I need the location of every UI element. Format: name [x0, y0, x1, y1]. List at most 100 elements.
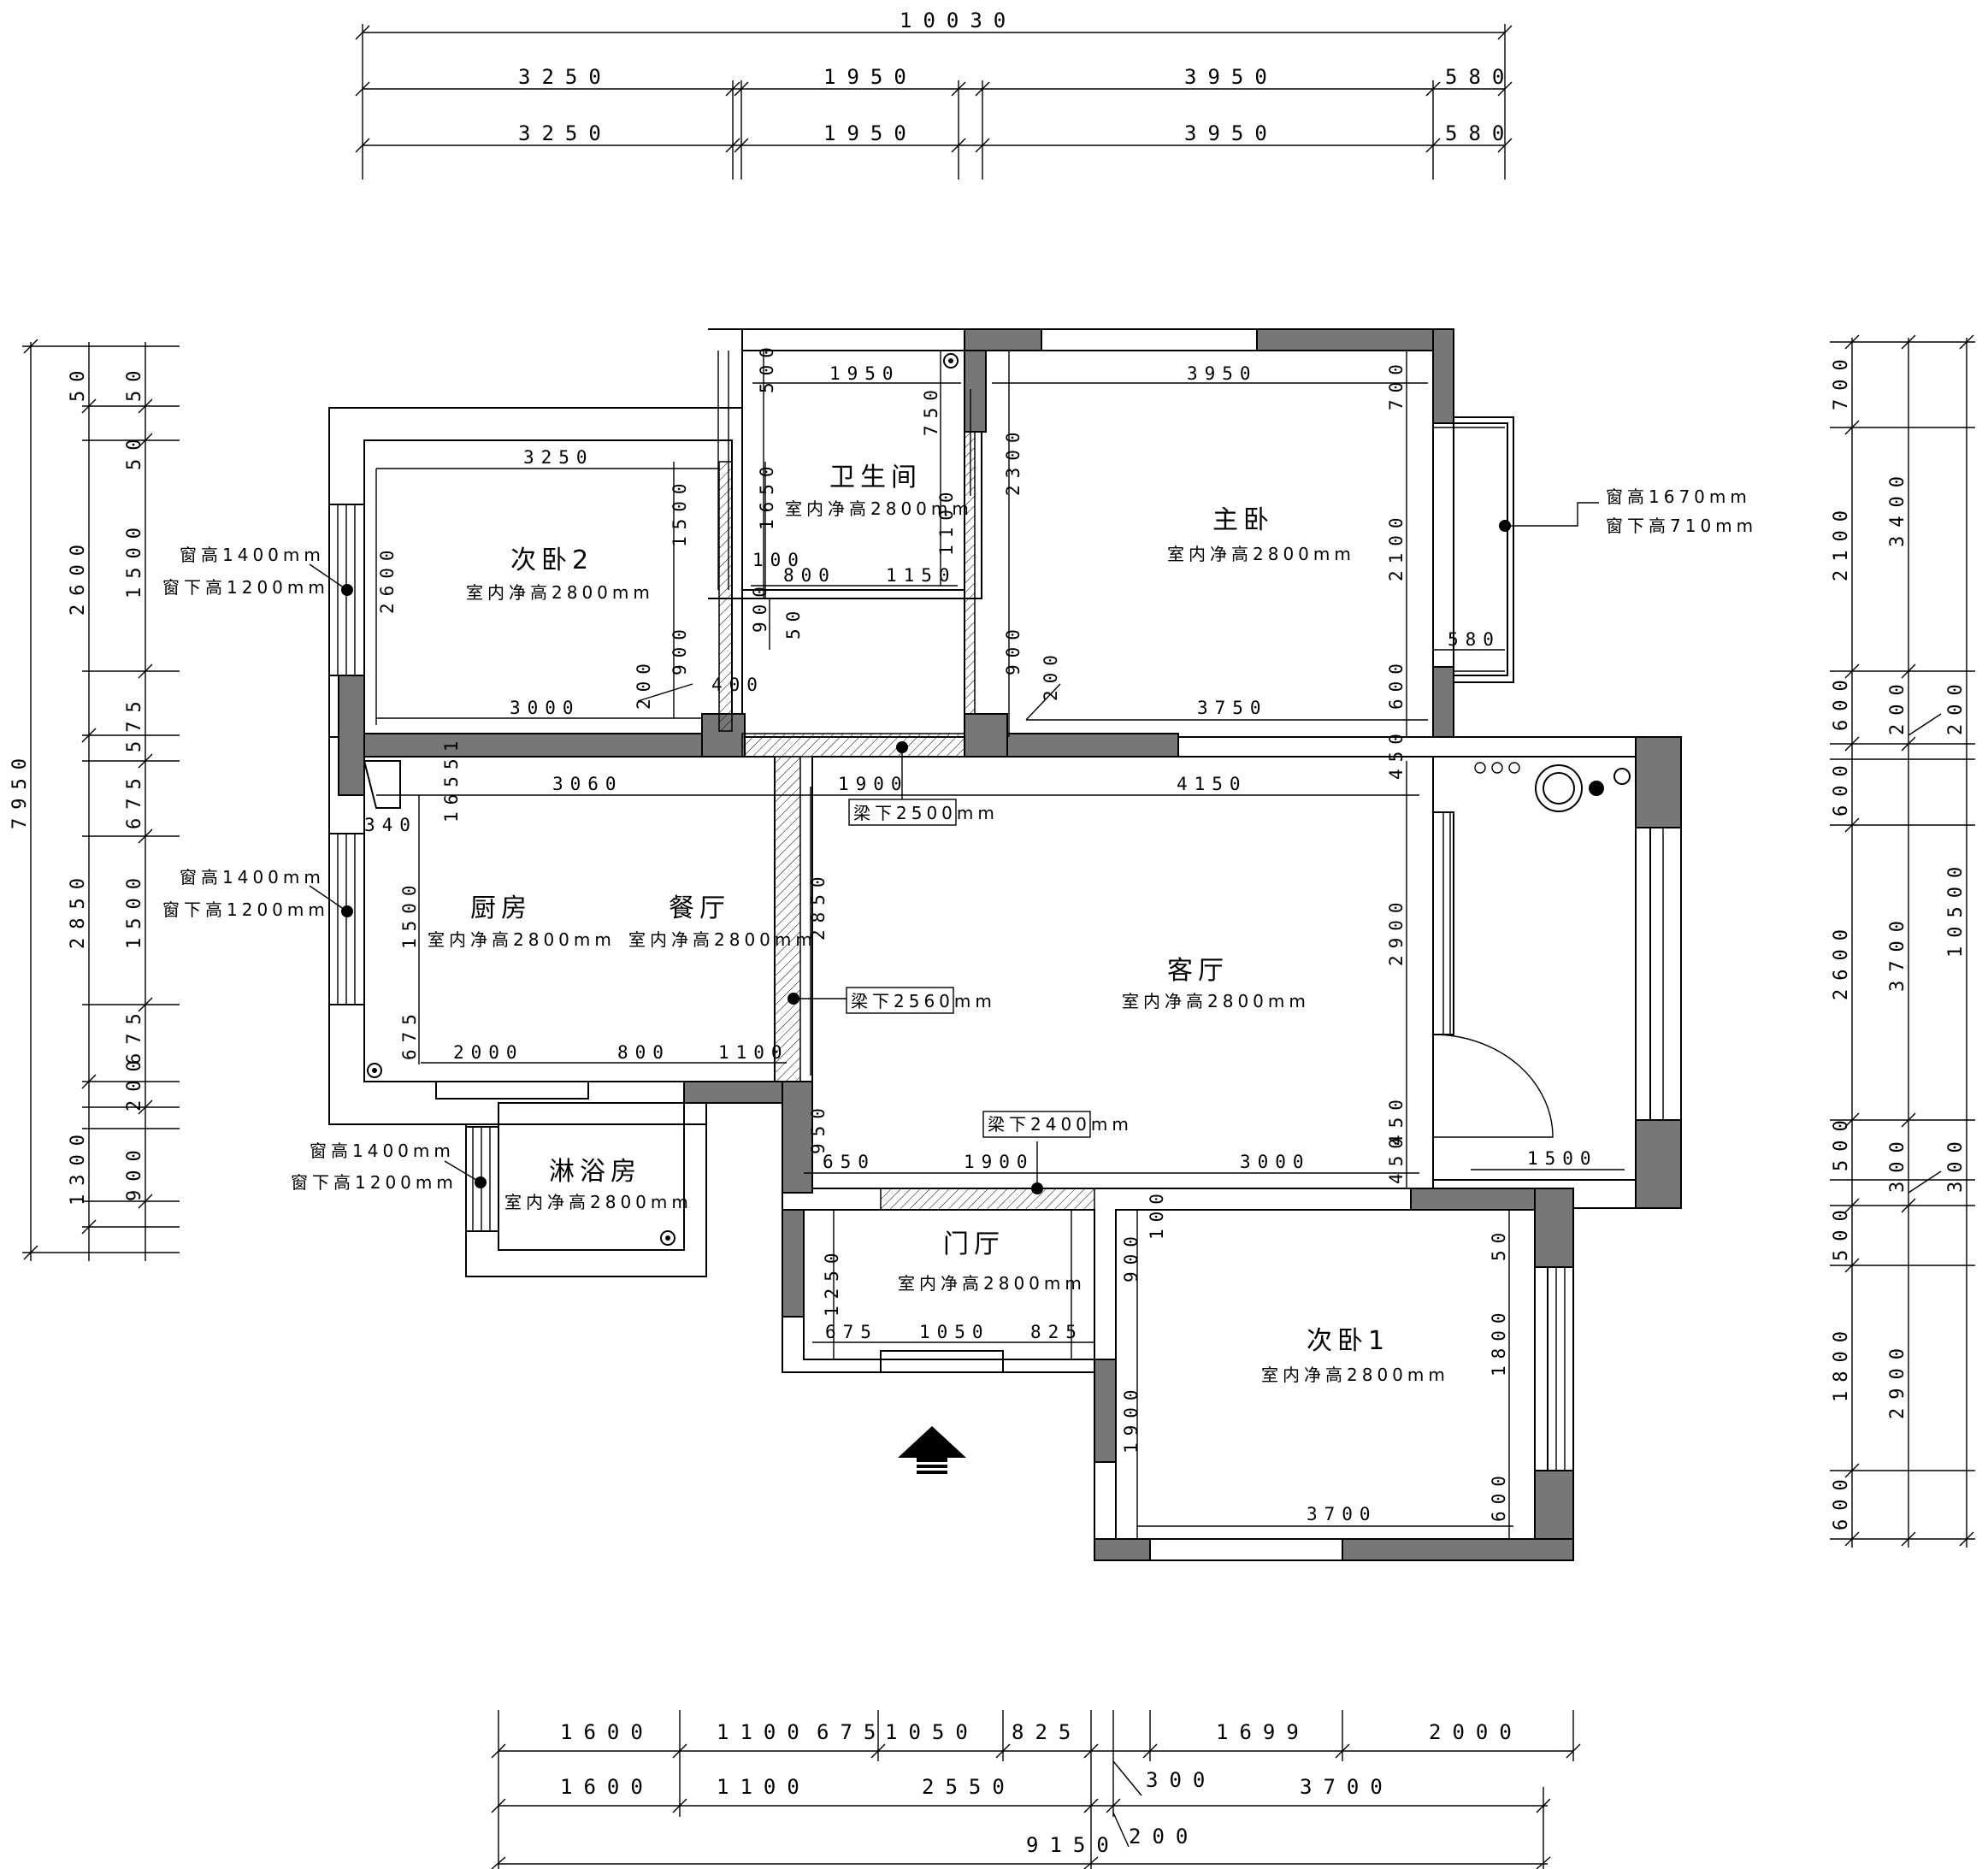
left-dim-c2-e: 675	[124, 769, 145, 829]
dim-master-l3: 200	[1041, 648, 1061, 701]
dim-kitchen-340: 340	[364, 815, 417, 835]
top-dim-r2-c: 3950	[1184, 121, 1278, 145]
right-dim-c1-c: 600	[1831, 671, 1852, 731]
dim-kitchen-top: 3060	[552, 774, 623, 794]
left-dimension-lines	[22, 339, 180, 1261]
left-dim-c2-g: 675	[124, 1005, 145, 1064]
fixtures	[363, 353, 1631, 1246]
inner-dimension-lines	[375, 351, 1625, 1539]
dim-master-bottom: 3750	[1197, 698, 1268, 718]
dim-bath-side: 1650	[757, 459, 777, 530]
dim-living-r4: 450	[1386, 1131, 1407, 1184]
dim-bed1-side: 1900	[1121, 1383, 1141, 1453]
bottom-dim-r2-c: 2550	[922, 1775, 1016, 1799]
room-height-bathroom: 室内净高2800mm	[785, 498, 973, 519]
right-dim-c1-e: 2600	[1831, 921, 1852, 1000]
room-height-master-bedroom: 室内净高2800mm	[1167, 544, 1355, 564]
dim-bed1-r2: 1800	[1489, 1306, 1509, 1377]
left-dim-c2-b: 50	[124, 431, 145, 471]
left-dim-c1-b: 2600	[68, 536, 89, 616]
dim-bed2-bottom: 3000	[510, 698, 581, 718]
room-height-bedroom-2: 室内净高2800mm	[466, 582, 654, 603]
bottom-dim-r1-d: 1050	[885, 1720, 979, 1744]
beam-note-3: 梁下2400mm	[988, 1114, 1133, 1135]
bottom-dim-r2-a: 1600	[560, 1775, 654, 1799]
top-dim-r2-a: 3250	[518, 121, 612, 145]
dim-bed2-b2: 400	[711, 675, 764, 695]
window-note-4-high: 窗高1670mm	[1606, 486, 1751, 507]
dim-hall-top: 1250	[822, 1246, 842, 1317]
right-dim-c2-a: 3400	[1887, 468, 1908, 547]
right-dim-c1-b: 2100	[1831, 502, 1852, 581]
dim-bed2-top: 3250	[523, 447, 594, 468]
left-dim-c1-a: 50	[68, 363, 89, 403]
dim-bath-low: 900	[750, 580, 770, 633]
top-dim-r2-b: 1950	[823, 121, 917, 145]
room-name-living-room: 客厅	[1167, 956, 1229, 986]
room-height-dining: 室内净高2800mm	[628, 929, 817, 950]
window-note-3-sill: 窗下高1200mm	[291, 1172, 457, 1193]
dim-hall-b1: 675	[825, 1322, 878, 1342]
bottom-dim-r2-e: 3700	[1300, 1775, 1394, 1799]
dim-bed1-bottom: 3700	[1307, 1504, 1377, 1524]
dim-bath-low2: 50	[783, 604, 804, 640]
dim-living-b1: 650	[823, 1152, 876, 1172]
room-height-living-room: 室内净高2800mm	[1122, 991, 1310, 1011]
room-height-shower-room: 室内净高2800mm	[504, 1192, 693, 1212]
dim-bath-l2: 500	[757, 340, 777, 393]
dim-living-b2: 1900	[964, 1152, 1035, 1172]
top-dim-total: 10030	[900, 9, 1017, 32]
window-note-3-high: 窗高1400mm	[310, 1141, 455, 1161]
dim-master-580: 580	[1448, 629, 1501, 650]
right-dim-c1-f: 500	[1831, 1111, 1852, 1171]
room-name-foyer: 门厅	[943, 1229, 1005, 1259]
top-dimension-lines	[355, 24, 1513, 180]
bottom-dim-r1-b: 1100	[717, 1720, 811, 1744]
bottom-dim-r1-e: 825	[1012, 1720, 1082, 1744]
concrete-columns	[338, 328, 1682, 1561]
room-height-bedroom-1: 室内净高2800mm	[1261, 1365, 1449, 1385]
dim-master-top: 3950	[1187, 363, 1258, 384]
left-dim-c2-h: 200	[124, 1052, 145, 1111]
bottom-dimension-lines	[491, 1710, 1581, 1869]
top-dim-r1-d: 580	[1445, 65, 1515, 89]
dim-dining-top: 1900	[838, 774, 909, 794]
top-dim-r1-a: 3250	[518, 65, 612, 89]
dim-master-l2: 900	[1003, 622, 1023, 675]
dim-master-r1: 700	[1386, 357, 1407, 410]
left-dim-c2-d: 575	[124, 693, 145, 752]
left-dim-c1-d: 1300	[68, 1126, 89, 1206]
dim-bath-b2: 1150	[886, 565, 957, 586]
room-name-bedroom-1: 次卧1	[1307, 1326, 1389, 1356]
right-dim-c2-d: 300	[1887, 1133, 1908, 1193]
right-dim-extra-b: 300	[1945, 1133, 1967, 1193]
right-dim-c3-a: 10500	[1945, 858, 1967, 958]
window-note-2-sill: 窗下高1200mm	[162, 899, 329, 920]
right-dim-c2-e: 2900	[1887, 1340, 1908, 1419]
dim-living-b3: 3000	[1240, 1152, 1311, 1172]
beam-note-1: 梁下2500mm	[853, 803, 999, 823]
bottom-dim-r1-g: 2000	[1429, 1720, 1523, 1744]
room-name-shower-room: 淋浴房	[549, 1157, 641, 1187]
dim-bed2-side: 2600	[377, 543, 398, 614]
window-note-1-sill: 窗下高1200mm	[162, 577, 329, 598]
bottom-dim-r1-c: 675	[817, 1720, 887, 1744]
dim-hall-r: 900	[1121, 1229, 1141, 1282]
dim-kitchen-left2: 675	[399, 1007, 420, 1060]
dim-kitchen-left: 1500	[399, 878, 420, 949]
dim-master-side: 2300	[1003, 425, 1023, 496]
right-dim-extra-a: 200	[1945, 675, 1967, 735]
left-dim-c1-c: 2850	[68, 870, 89, 949]
dim-living-r1: 450	[1386, 727, 1407, 780]
right-dim-c1-d: 600	[1831, 757, 1852, 817]
bottom-dim-r2-b: 1100	[717, 1775, 811, 1799]
room-height-kitchen: 室内净高2800mm	[428, 929, 616, 950]
window-note-2-high: 窗高1400mm	[180, 867, 325, 887]
room-name-dining: 餐厅	[669, 893, 730, 923]
dim-kitchen-b3: 1100	[718, 1042, 789, 1063]
left-dim-c2-a: 50	[124, 363, 145, 403]
left-dim-total: 7950	[9, 750, 31, 829]
bottom-dim-r1-a: 1600	[560, 1720, 654, 1744]
right-dim-c2-b: 200	[1887, 675, 1908, 735]
